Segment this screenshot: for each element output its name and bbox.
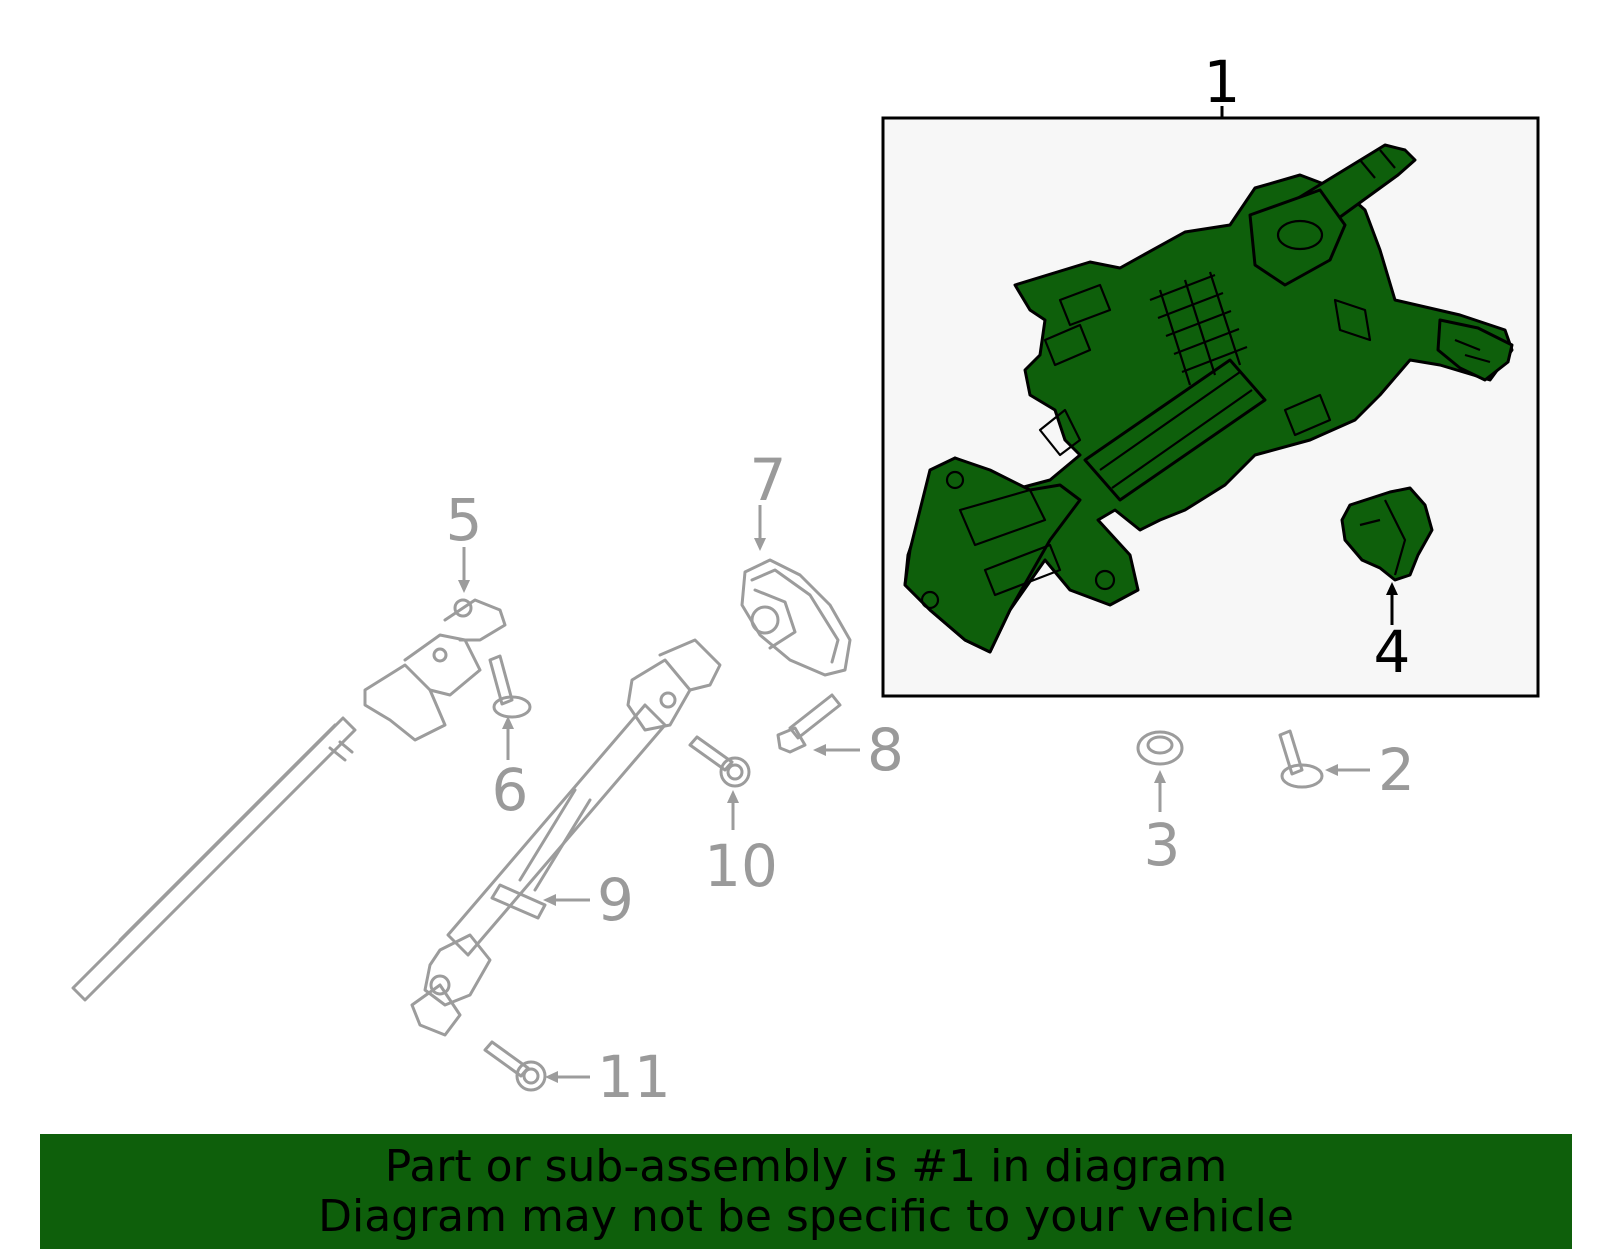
part-8-bolt[interactable]: [776, 693, 842, 754]
part-10-bolt[interactable]: [688, 735, 751, 788]
part-9-lower-shaft[interactable]: [410, 638, 722, 1037]
callout-10: 10: [704, 832, 778, 900]
callout-5: 5: [446, 486, 483, 554]
callout-10-arrowhead: [727, 790, 739, 803]
callout-5-arrowhead: [458, 580, 470, 593]
banner-line-2: Diagram may not be specific to your vehi…: [318, 1190, 1294, 1242]
part-2-bolt[interactable]: [1278, 729, 1324, 789]
callout-7-arrowhead: [754, 538, 766, 551]
steering-column-assembly[interactable]: [903, 143, 1514, 654]
part-6-bolt[interactable]: [488, 654, 532, 719]
callout-3-arrowhead: [1154, 770, 1166, 783]
part-11-bolt[interactable]: [483, 1040, 547, 1092]
callout-2-arrowhead: [1325, 764, 1338, 776]
callout-8-arrowhead: [813, 744, 826, 756]
banner-line-1: Part or sub-assembly is #1 in diagram: [384, 1140, 1228, 1192]
part-7-boot-seal[interactable]: [740, 558, 852, 677]
callout-6-arrowhead: [502, 716, 514, 729]
info-banner: Part or sub-assembly is #1 in diagram Di…: [40, 1134, 1572, 1249]
callout-11: 11: [597, 1043, 671, 1111]
part-3-nut[interactable]: [1136, 730, 1184, 766]
callout-8: 8: [867, 716, 904, 784]
callout-9: 9: [597, 866, 634, 934]
callout-6: 6: [492, 756, 529, 824]
part-5-intermediate-shaft[interactable]: [71, 598, 507, 1002]
callout-9-arrowhead: [543, 894, 556, 906]
callout-2: 2: [1378, 736, 1415, 804]
callout-11-arrowhead: [545, 1071, 558, 1083]
callout-4: 4: [1374, 618, 1411, 686]
callout-1: 1: [1204, 48, 1241, 116]
callout-4-arrowhead: [1386, 582, 1398, 595]
callout-3: 3: [1144, 811, 1181, 879]
part-4-sensor[interactable]: [1340, 486, 1434, 582]
callout-7: 7: [750, 446, 787, 514]
